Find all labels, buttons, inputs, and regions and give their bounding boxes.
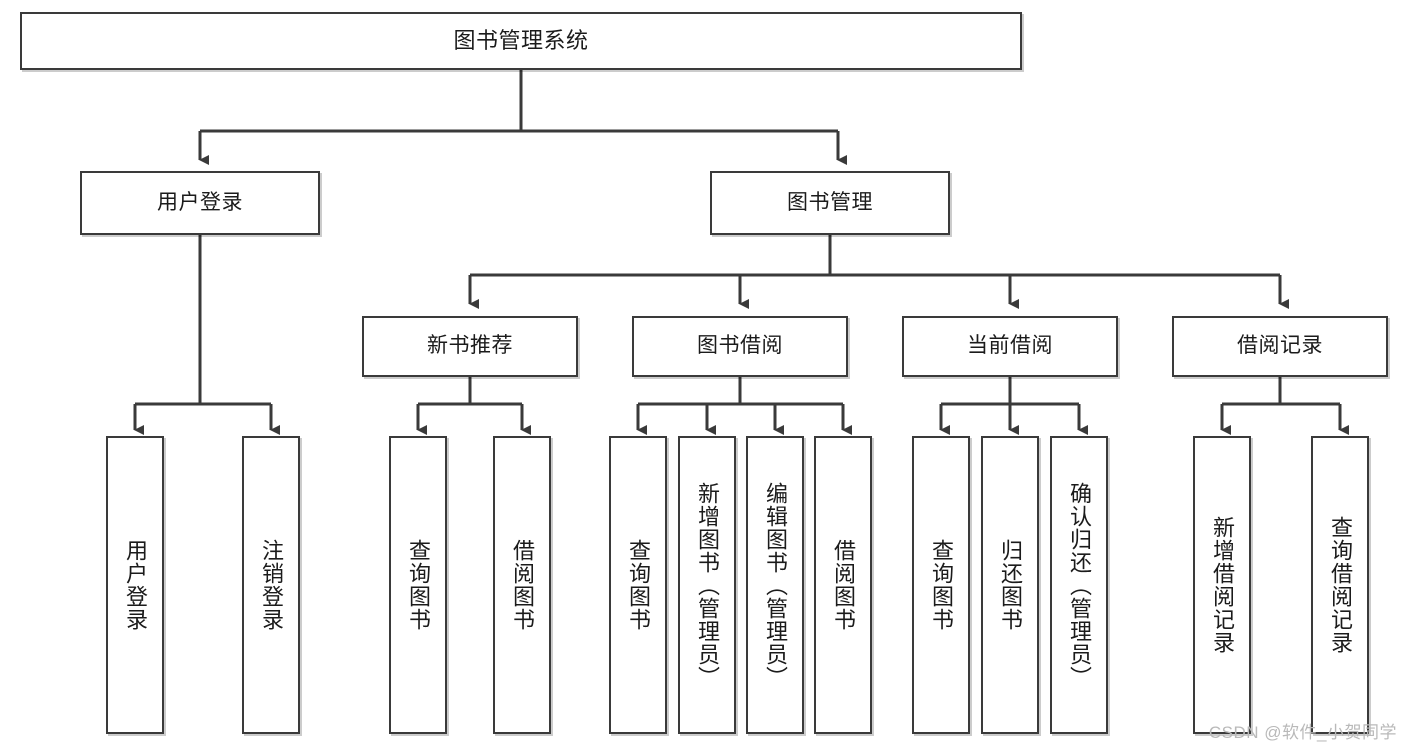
node-user-login[interactable]: 用户登录 [80,171,320,235]
leaf-new-book-borrow-book[interactable]: 借阅图书 [493,436,551,734]
node-label: 确认归还（管理员） [1067,481,1092,689]
node-label: 当前借阅 [967,334,1053,358]
node-label: 借阅记录 [1237,334,1323,358]
csdn-watermark: CSDN @软件_小贺同学 [1208,723,1397,742]
node-label: 新增借阅记录 [1210,516,1235,654]
node-label: 用户登录 [123,539,148,631]
node-label: 编辑图书（管理员） [763,481,788,689]
node-borrow-record[interactable]: 借阅记录 [1172,316,1388,377]
node-label: 用户登录 [157,190,243,214]
leaf-user-login-login[interactable]: 用户登录 [106,436,164,734]
leaf-book-borrow-query-book[interactable]: 查询图书 [609,436,667,734]
node-label: 图书管理系统 [453,28,589,54]
node-label: 注销登录 [259,539,284,631]
leaf-current-borrow-query-book[interactable]: 查询图书 [912,436,970,734]
node-root-book-management-system[interactable]: 图书管理系统 [20,12,1022,70]
node-label: 查询图书 [406,539,431,631]
leaf-current-borrow-confirm-return-admin[interactable]: 确认归还（管理员） [1050,436,1108,734]
leaf-book-borrow-edit-book-admin[interactable]: 编辑图书（管理员） [746,436,804,734]
node-book-management[interactable]: 图书管理 [710,171,950,235]
node-label: 查询图书 [929,539,954,631]
leaf-book-borrow-borrow-book[interactable]: 借阅图书 [814,436,872,734]
node-label: 图书管理 [787,190,873,214]
node-current-borrow[interactable]: 当前借阅 [902,316,1118,377]
node-label: 借阅图书 [831,539,856,631]
node-label: 图书借阅 [697,334,783,358]
node-label: 查询借阅记录 [1328,516,1353,654]
leaf-current-borrow-return-book[interactable]: 归还图书 [981,436,1039,734]
node-new-book-recommend[interactable]: 新书推荐 [362,316,578,377]
leaf-borrow-record-add-record[interactable]: 新增借阅记录 [1193,436,1251,734]
leaf-user-login-logout[interactable]: 注销登录 [242,436,300,734]
leaf-new-book-query-book[interactable]: 查询图书 [389,436,447,734]
leaf-borrow-record-query-record[interactable]: 查询借阅记录 [1311,436,1369,734]
node-label: 新增图书（管理员） [695,481,720,689]
node-book-borrow[interactable]: 图书借阅 [632,316,848,377]
leaf-book-borrow-add-book-admin[interactable]: 新增图书（管理员） [678,436,736,734]
node-label: 查询图书 [626,539,651,631]
node-label: 新书推荐 [427,334,513,358]
node-label: 归还图书 [998,539,1023,631]
node-label: 借阅图书 [510,539,535,631]
